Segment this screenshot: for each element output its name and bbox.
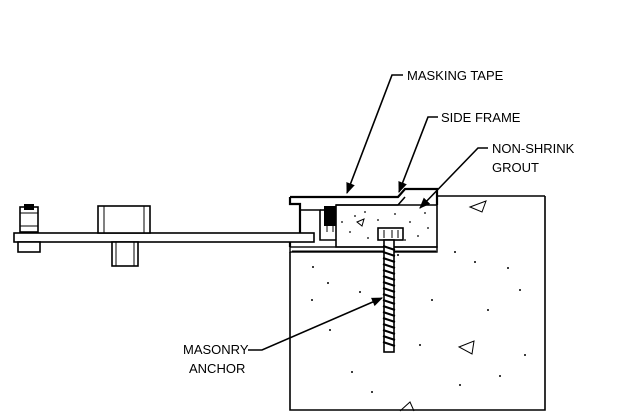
- label-grout-line2: GROUT: [492, 160, 539, 175]
- cover-plate-assembly: [13, 204, 315, 267]
- leader-masking-tape: [346, 74, 403, 195]
- concrete-block: [289, 195, 546, 412]
- leader-grout: [419, 147, 488, 209]
- masonry-anchor: [382, 239, 396, 353]
- label-grout-line1: NON-SHRINK: [492, 141, 575, 156]
- label-anchor-line1: MASONRY: [183, 342, 249, 357]
- grout-body: [335, 204, 438, 248]
- label-side-frame: SIDE FRAME: [441, 110, 521, 125]
- leader-side-frame: [398, 116, 438, 194]
- leader-anchor: [248, 297, 384, 351]
- label-masking-tape: MASKING TAPE: [407, 68, 504, 83]
- label-anchor-line2: ANCHOR: [189, 361, 245, 376]
